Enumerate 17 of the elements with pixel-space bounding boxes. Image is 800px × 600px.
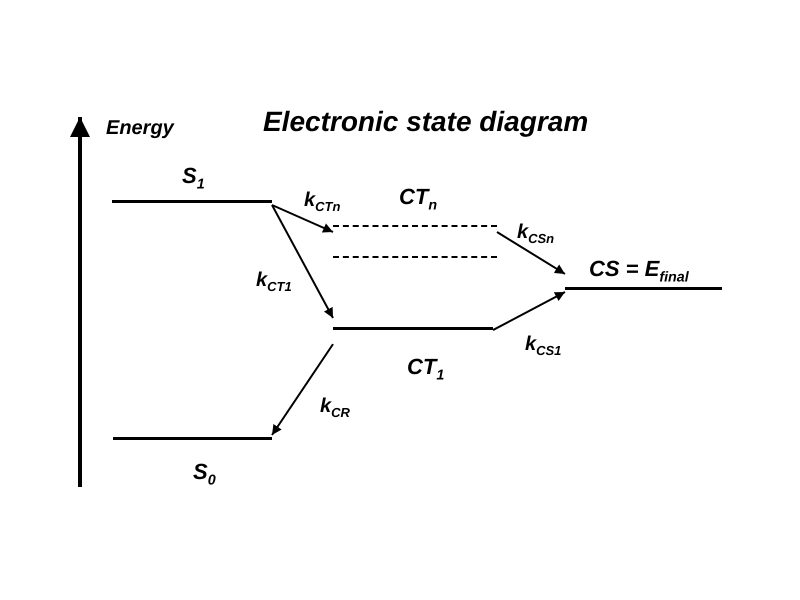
state-label: CT$_{n}$ — [399, 186, 438, 213]
arrow — [272, 204, 334, 233]
edge-label: k$_{CR}$ — [320, 396, 350, 419]
diagram-title: Electronic state diagram — [263, 106, 588, 138]
arrow — [496, 231, 566, 275]
arrow — [492, 291, 566, 331]
state-label: S$_{1}$ — [182, 165, 205, 192]
edge-label: k$_{CS1}$ — [525, 334, 562, 357]
arrow — [271, 204, 334, 318]
axis-label: Energy — [106, 117, 174, 140]
state-label: CT$_{1}$ — [407, 356, 444, 383]
state-label: S$_{0}$ — [193, 461, 216, 488]
state-label: CS = E$_{final}$ — [589, 258, 689, 285]
edge-label: k$_{CSn}$ — [517, 222, 554, 245]
edge-label: k$_{CT1}$ — [256, 270, 292, 293]
edge-label: k$_{CTn}$ — [304, 190, 340, 213]
arrow — [271, 344, 334, 436]
